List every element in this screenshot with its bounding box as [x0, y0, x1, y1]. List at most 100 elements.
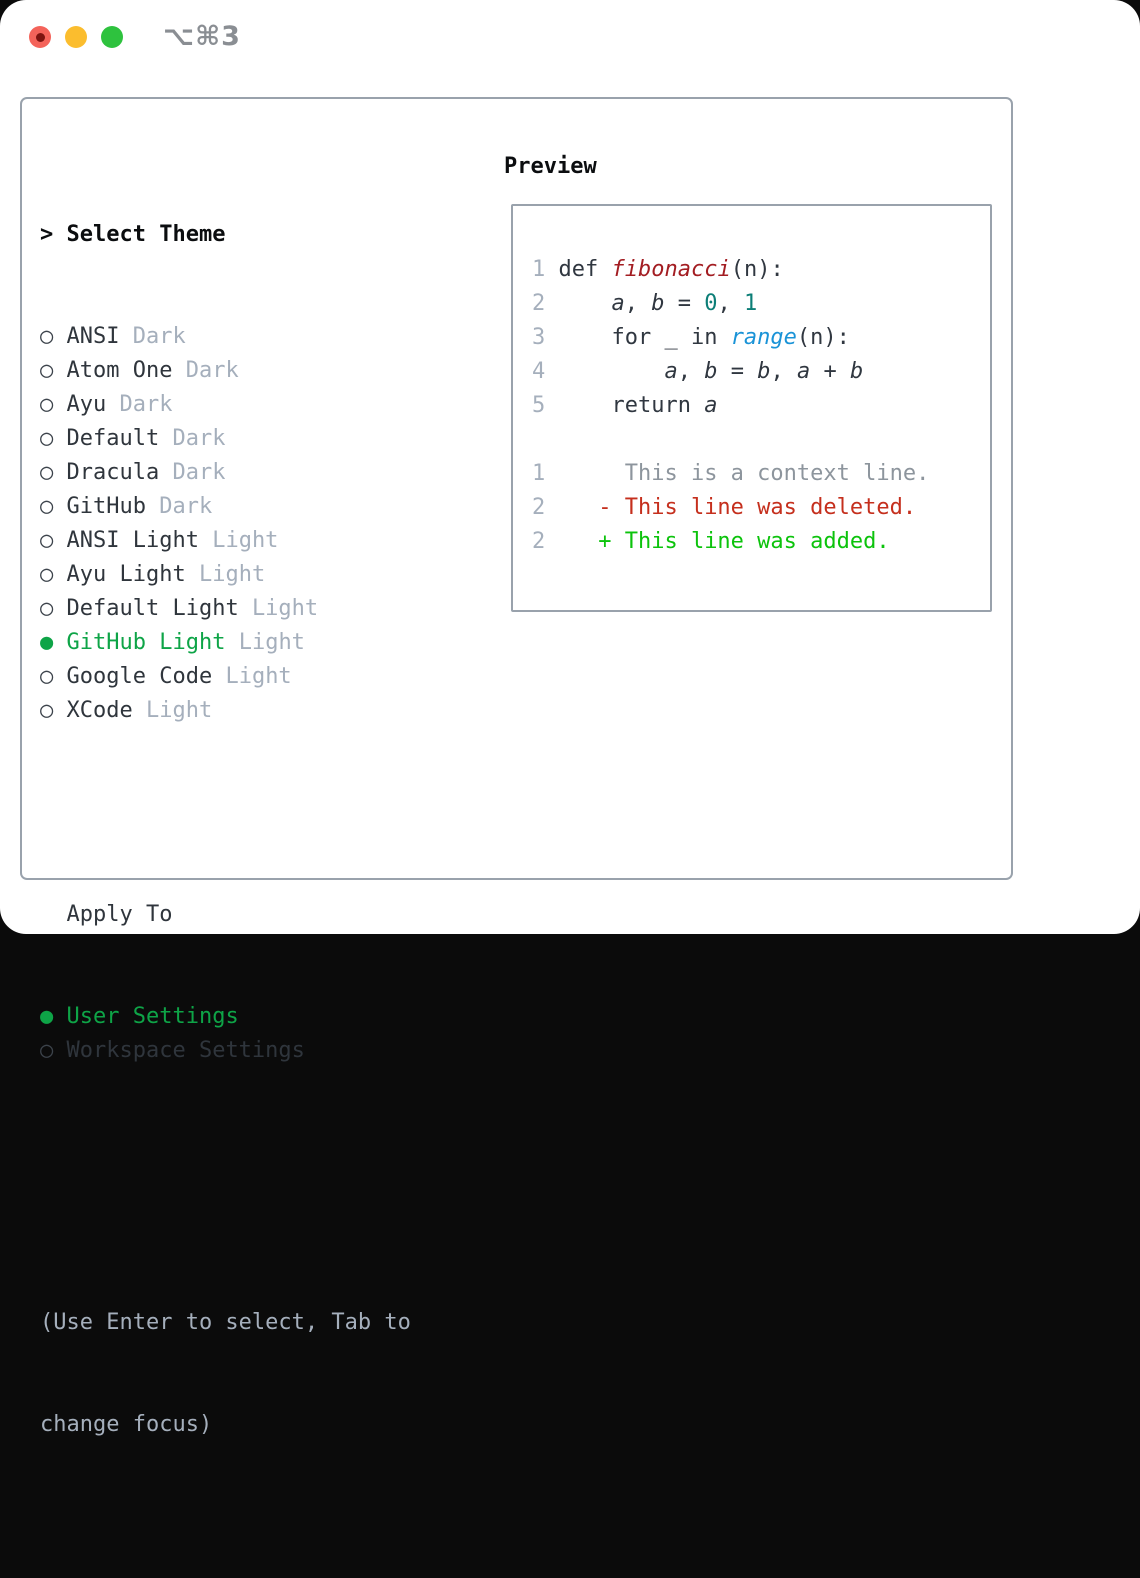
window-title: ⌥⌘3 — [163, 21, 241, 52]
apply-to-header: Apply To — [40, 898, 411, 932]
code-segment: , — [677, 359, 705, 384]
minimize-button[interactable] — [65, 26, 87, 48]
radio-icon: ○ — [40, 392, 67, 417]
theme-option-xcode[interactable]: ○ XCode Light — [40, 694, 411, 728]
code-blank-line — [532, 423, 990, 457]
theme-variant-tag: Dark — [172, 460, 226, 485]
spacer — [40, 1136, 411, 1170]
theme-name: XCode — [66, 698, 133, 723]
code-line: 2 a, b = 0, 1 — [532, 287, 990, 321]
code-segment: a — [704, 393, 718, 418]
theme-option-github[interactable]: ○ GitHub Dark — [40, 490, 411, 524]
code-segment: b — [757, 359, 771, 384]
theme-name: Google Code — [66, 664, 213, 689]
theme-option-ayu[interactable]: ○ Ayu Dark — [40, 388, 411, 422]
code-segment: 1 — [743, 291, 758, 316]
apply-to-title: Apply To — [66, 902, 173, 927]
theme-name: GitHub Light — [66, 630, 226, 655]
theme-option-ayu-light[interactable]: ○ Ayu Light Light — [40, 558, 411, 592]
theme-name: Default Light — [66, 596, 239, 621]
radio-icon: ○ — [40, 698, 67, 723]
code-segment: return — [545, 393, 705, 418]
line-number: 2 — [532, 495, 546, 520]
close-button[interactable] — [29, 26, 51, 48]
code-segment: a — [796, 359, 811, 384]
theme-option-default-light[interactable]: ○ Default Light Light — [40, 592, 411, 626]
hint-line-1: (Use Enter to select, Tab to — [40, 1310, 411, 1335]
code-line: 4 a, b = b, a + b — [532, 355, 990, 389]
theme-option-default[interactable]: ○ Default Dark — [40, 422, 411, 456]
theme-option-google-code[interactable]: ○ Google Code Light — [40, 660, 411, 694]
theme-name: Atom One — [66, 358, 173, 383]
code-segment: a — [611, 291, 625, 316]
line-number: 1 — [532, 461, 546, 486]
theme-name: ANSI Light — [66, 528, 199, 553]
theme-variant-tag: Light — [212, 528, 279, 553]
theme-options-list: ○ ANSI Dark○ Atom One Dark○ Ayu Dark○ De… — [40, 320, 411, 728]
apply-option-workspace-settings[interactable]: ○ Workspace Settings — [40, 1034, 411, 1068]
code-segment: , — [770, 359, 797, 384]
theme-name: Ayu — [66, 392, 107, 417]
select-theme-header: > Select Theme — [40, 218, 411, 252]
theme-option-dracula[interactable]: ○ Dracula Dark — [40, 456, 411, 490]
code-segment: b — [704, 359, 718, 384]
code-segment: range — [730, 325, 797, 350]
theme-variant-tag: Dark — [132, 324, 186, 349]
radio-icon: ○ — [40, 664, 67, 689]
theme-variant-tag: Light — [225, 664, 292, 689]
theme-option-github-light[interactable]: ● GitHub Light Light — [40, 626, 411, 660]
apply-option-label: Workspace Settings — [66, 1038, 305, 1063]
apply-option-user-settings[interactable]: ● User Settings — [40, 1000, 411, 1034]
code-segment — [545, 359, 664, 384]
code-segment: b — [849, 359, 864, 384]
line-number: 2 — [532, 291, 546, 316]
theme-name: Default — [66, 426, 160, 451]
code-segment: fibonacci — [611, 257, 731, 282]
code-segment: + — [810, 359, 850, 384]
code-line: 2 + This line was added. — [532, 525, 990, 559]
zoom-button[interactable] — [101, 26, 123, 48]
line-number: 4 — [532, 359, 546, 384]
theme-variant-tag: Light — [238, 630, 305, 655]
theme-option-ansi-light[interactable]: ○ ANSI Light Light — [40, 524, 411, 558]
line-number: 5 — [532, 393, 546, 418]
radio-icon: ○ — [40, 528, 67, 553]
code-segment — [545, 291, 611, 316]
radio-icon: ○ — [40, 460, 67, 485]
theme-variant-tag: Light — [251, 596, 319, 621]
preview-heading: Preview — [504, 154, 597, 179]
theme-picker-panel: > Select Theme ○ ANSI Dark○ Atom One Dar… — [20, 97, 1013, 1437]
radio-icon: ○ — [40, 596, 67, 621]
theme-option-atom-one[interactable]: ○ Atom One Dark — [40, 354, 411, 388]
theme-name: Dracula — [66, 460, 160, 485]
code-segment: = — [664, 291, 705, 316]
line-number: 1 — [532, 257, 546, 282]
traffic-lights — [29, 26, 123, 48]
hint-text: (Use Enter to select, Tab to change focu… — [40, 1238, 411, 1510]
theme-option-ansi[interactable]: ○ ANSI Dark — [40, 320, 411, 354]
code-segment: = — [717, 359, 758, 384]
code-segment: def — [545, 257, 612, 282]
code-line: 5 return a — [532, 389, 990, 423]
line-number: 2 — [532, 529, 546, 554]
theme-variant-tag: Light — [145, 698, 213, 723]
code-line: 2 - This line was deleted. — [532, 491, 990, 525]
left-column: > Select Theme ○ ANSI Dark○ Atom One Dar… — [40, 150, 411, 1578]
radio-icon: ○ — [40, 494, 67, 519]
code-line: 1 def fibonacci(n): — [532, 253, 990, 287]
radio-icon: ○ — [40, 426, 67, 451]
code-segment: , — [717, 291, 744, 316]
theme-name: Ayu Light — [66, 562, 186, 587]
code-segment: , — [624, 291, 652, 316]
theme-variant-tag: Dark — [159, 494, 213, 519]
spacer — [40, 796, 411, 830]
code-line: 3 for _ in range(n): — [532, 321, 990, 355]
app-window: ⌥⌘3 > Select Theme ○ ANSI Dark○ Atom One… — [0, 0, 1140, 1437]
radio-selected-icon: ● — [40, 1004, 67, 1029]
code-segment: - This line was deleted. — [545, 495, 917, 520]
theme-name: GitHub — [66, 494, 146, 519]
radio-icon: ○ — [40, 562, 67, 587]
code-segment: a — [664, 359, 678, 384]
apply-option-label: User Settings — [66, 1004, 239, 1029]
